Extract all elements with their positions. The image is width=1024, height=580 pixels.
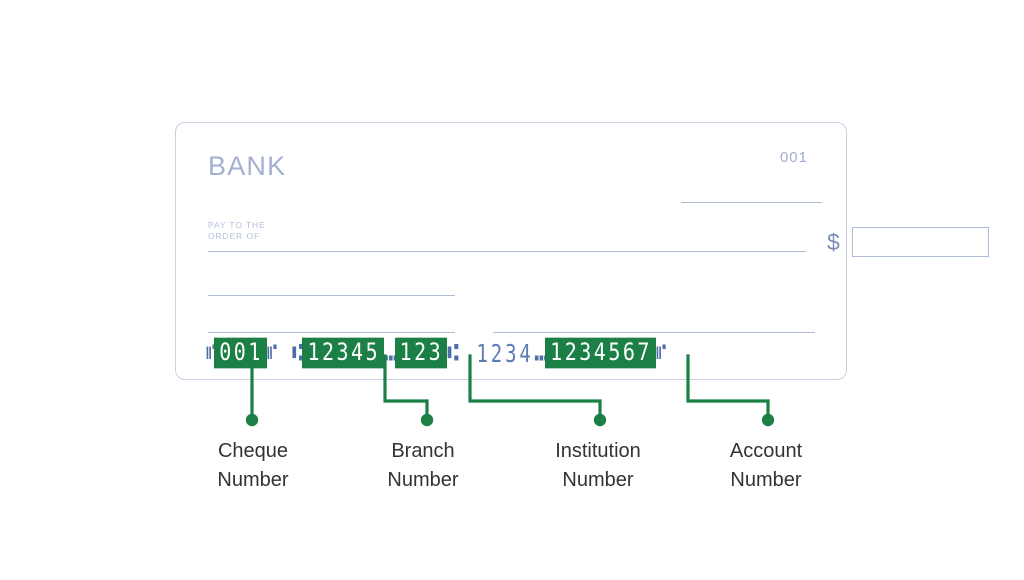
label-account-number-line1: Account: [729, 440, 803, 462]
label-institution-number-line1: Institution: [555, 440, 641, 462]
label-cheque-number-line2: Number: [217, 469, 289, 491]
label-branch-number-line2: Number: [387, 469, 459, 491]
label-cheque-number-line1: Cheque: [217, 440, 289, 462]
label-branch-number: Branch Number: [333, 437, 513, 495]
amount-box: [852, 227, 989, 257]
connector-dot-branch-number: [420, 413, 434, 427]
label-institution-number-line2: Number: [562, 469, 634, 491]
micr-onus-symbol-trailing: ⑈: [655, 339, 666, 365]
label-institution-number: Institution Number: [508, 437, 688, 495]
bank-name: BANK: [208, 151, 287, 181]
date-line: [681, 202, 822, 204]
connector-dot-institution-number: [593, 413, 607, 427]
currency-symbol: $: [827, 229, 840, 255]
pay-to-label-line1: PAY TO THE: [208, 220, 266, 230]
connector-dot-account-number: [761, 413, 775, 427]
label-branch-number-line1: Branch: [391, 440, 455, 462]
micr-dash-symbol-1: ⑉: [384, 338, 395, 367]
micr-onus-symbol-leading: ⑈: [206, 339, 216, 365]
amount-in-words-line: [208, 295, 455, 297]
micr-account-number: 1234567: [545, 337, 656, 369]
micr-branch-number: 12345: [302, 337, 385, 369]
micr-institution-number: 123: [394, 337, 448, 369]
micr-transit-symbol-leading: ⑆: [292, 338, 303, 367]
micr-cheque-number: 001: [214, 337, 267, 369]
payee-line: [208, 251, 806, 253]
label-account-number: Account Number: [676, 437, 856, 495]
pay-to-the-order-of-label: PAY TO THE ORDER OF: [208, 220, 266, 242]
micr-transit-symbol-trailing: ⑆: [447, 338, 458, 367]
label-cheque-number: Cheque Number: [163, 437, 343, 495]
micr-plain-digits: 1234: [476, 338, 534, 368]
micr-dash-symbol-2: ⑉: [534, 338, 546, 367]
signature-line: [493, 332, 815, 334]
cheque-number-top-right: 001: [779, 149, 808, 166]
pay-to-label-line2: ORDER OF: [208, 231, 261, 241]
cheque-card: BANK 001 PAY TO THE ORDER OF $ ⑈ 001 ⑈ ⑆…: [175, 122, 989, 380]
memo-line: [208, 332, 455, 334]
connector-dot-cheque-number: [245, 413, 259, 427]
label-account-number-line2: Number: [730, 469, 802, 491]
micr-onus-symbol-after-cheque: ⑈: [266, 339, 277, 365]
micr-line: ⑈ 001 ⑈ ⑆ 12345 ⑉ 123 ⑆ 1234 ⑉ 1234567 ⑈: [206, 335, 818, 371]
